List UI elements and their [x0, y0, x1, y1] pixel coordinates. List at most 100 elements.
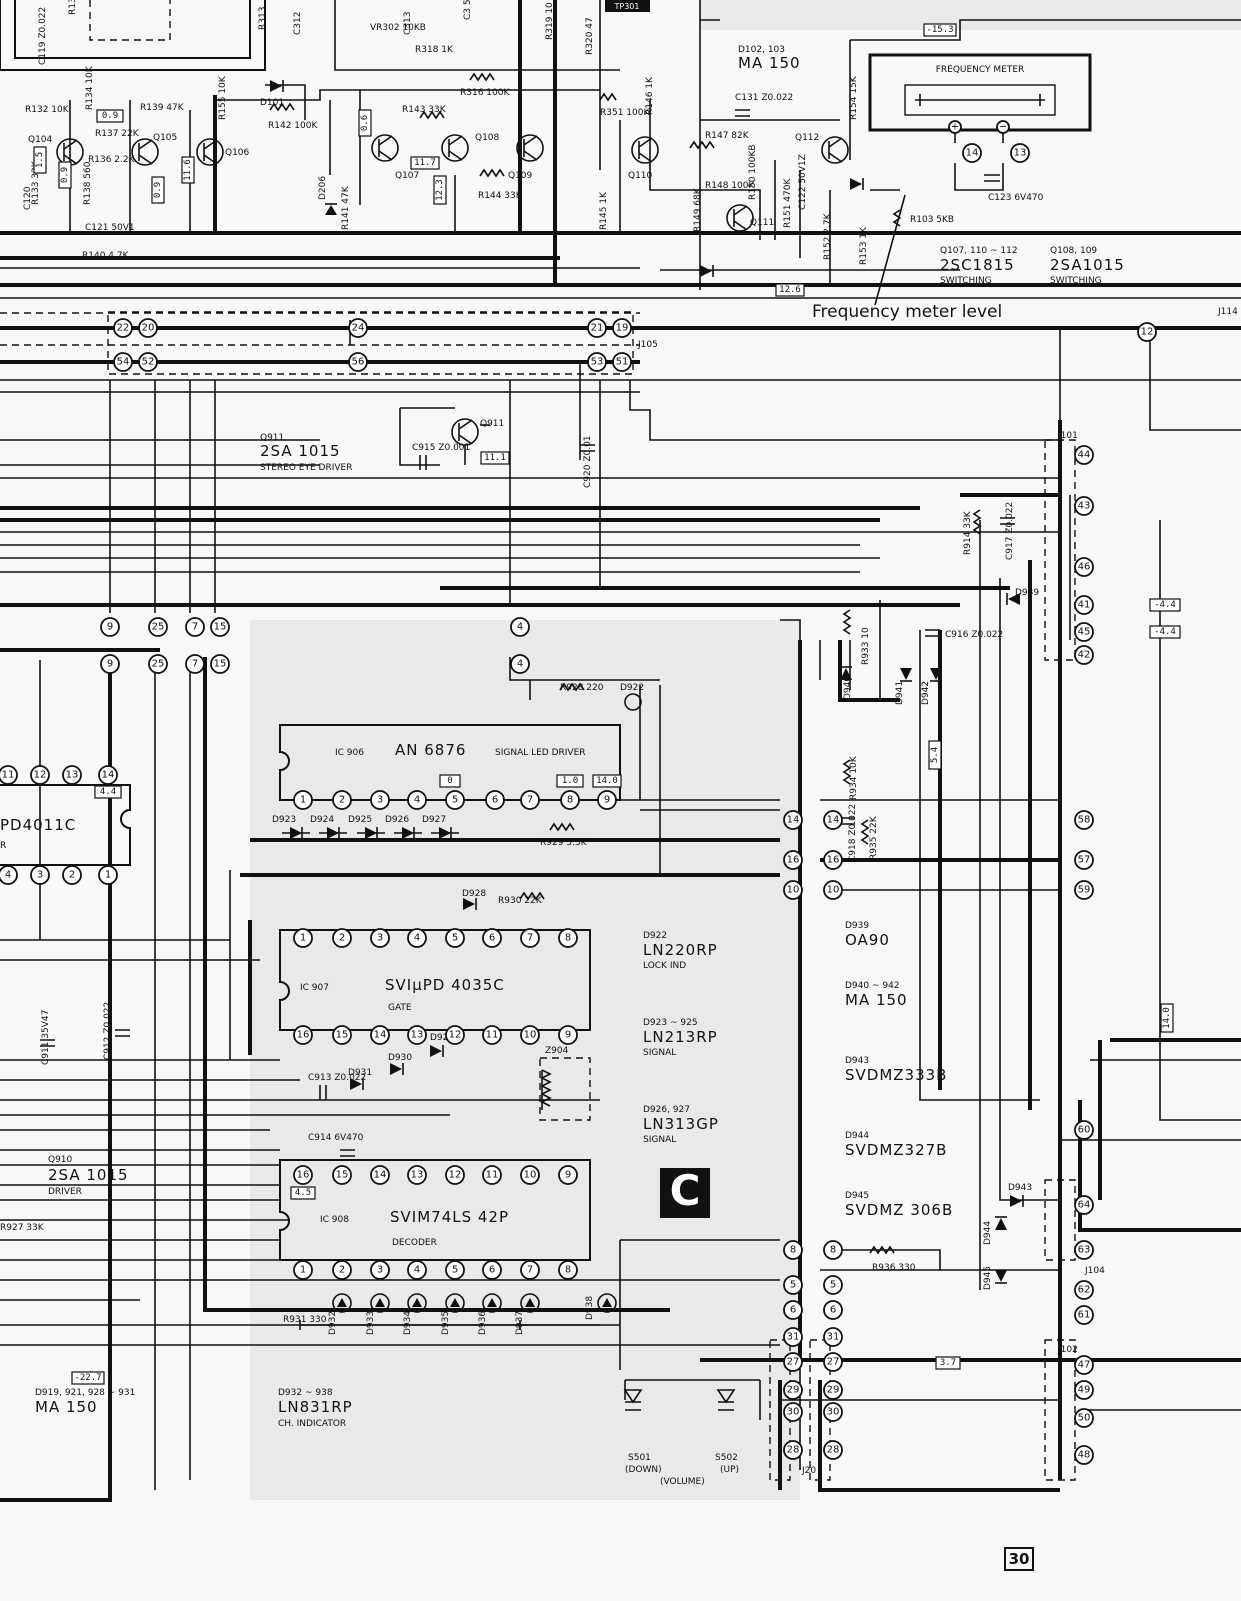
svg-text:D943: D943 [845, 1056, 869, 1066]
svg-text:8: 8 [790, 1245, 796, 1256]
ic908-part: SVIM74LS 42P [390, 1208, 509, 1226]
svg-text:51: 51 [616, 357, 629, 368]
ic908-pin-bot-1: 1 [293, 1260, 313, 1280]
svg-text:4: 4 [5, 870, 11, 881]
svg-text:R927 33K: R927 33K [0, 1223, 45, 1233]
svg-text:R154 15K: R154 15K [849, 75, 859, 120]
j101-pin-42: 42 [1074, 645, 1094, 665]
svg-text:47: 47 [1078, 1360, 1091, 1371]
svg-text:R316 100K: R316 100K [460, 88, 510, 98]
svg-text:1.0: 1.0 [562, 776, 578, 786]
page-number-box [1004, 1547, 1034, 1571]
ic908-pin-top-15: 15 [332, 1165, 352, 1185]
svg-text:D945: D945 [983, 1266, 993, 1290]
ic907-pin-top-4: 4 [407, 928, 427, 948]
svg-text:7: 7 [527, 933, 533, 944]
svg-text:C313: C313 [403, 12, 413, 35]
svg-text:J20: J20 [801, 1466, 816, 1476]
j20-pin-a-8: 8 [783, 1240, 803, 1260]
ic907-func: GATE [388, 1003, 412, 1013]
svg-text:R142 100K: R142 100K [268, 121, 318, 131]
meter-area-shading [700, 0, 1241, 30]
svg-text:6: 6 [492, 795, 498, 806]
ic-left-func: R [0, 841, 6, 851]
ic907-pin-bot-11: 11 [482, 1025, 502, 1045]
svg-text:9: 9 [565, 1030, 571, 1041]
svg-text:1: 1 [300, 795, 306, 806]
ic906-pin-6: 6 [485, 790, 505, 810]
j20-pin-a-28: 28 [783, 1440, 803, 1460]
svg-text:STEREO EYE DRIVER: STEREO EYE DRIVER [260, 463, 352, 473]
ic906-pin-5: 5 [445, 790, 465, 810]
tp-label-bg [605, 0, 650, 12]
svg-text:D939: D939 [845, 921, 869, 931]
svg-text:(UP): (UP) [720, 1465, 739, 1475]
svg-text:D945: D945 [845, 1191, 869, 1201]
svg-text:R143 33K: R143 33K [402, 105, 447, 115]
j20-pin-a-31: 31 [783, 1327, 803, 1347]
svg-text:SVDMZ327B: SVDMZ327B [845, 1141, 947, 1159]
svg-text:44: 44 [1078, 450, 1091, 461]
svg-text:SIGNAL: SIGNAL [643, 1135, 676, 1145]
ic907-pin-bot-16: 16 [293, 1025, 313, 1045]
component-labels: R132 10K R133 33K R134 10K R135 R136 2.2… [0, 0, 1044, 1487]
svg-text:8: 8 [830, 1245, 836, 1256]
ic908-pin-top-13: 13 [407, 1165, 427, 1185]
j102-pin-48: 48 [1074, 1445, 1094, 1465]
svg-text:4: 4 [517, 659, 523, 670]
svg-text:R931 330: R931 330 [283, 1315, 327, 1325]
svg-text:D939: D939 [1015, 588, 1039, 598]
svg-text:14: 14 [827, 815, 840, 826]
ic906-pin-9: 9 [597, 790, 617, 810]
ic-left-part: PD4011C [0, 816, 76, 834]
ic908-pin-bot-5: 5 [445, 1260, 465, 1280]
ic907-pin-top-1: 1 [293, 928, 313, 948]
ic908-func: DECODER [392, 1238, 437, 1248]
svg-text:R146 1K: R146 1K [645, 76, 655, 115]
ic907-pin-bot-15: 15 [332, 1025, 352, 1045]
svg-text:14.0: 14.0 [1162, 1007, 1172, 1029]
led-row-ic906 [282, 827, 459, 839]
svg-text:R132 10K: R132 10K [25, 105, 70, 115]
svg-text:SIGNAL: SIGNAL [643, 1048, 676, 1058]
svg-text:Q105: Q105 [153, 133, 177, 143]
svg-text:6: 6 [830, 1305, 836, 1316]
svg-text:4: 4 [414, 933, 420, 944]
svg-text:J105: J105 [637, 340, 658, 350]
frequency-meter-title: FREQUENCY METER [936, 65, 1025, 75]
node-row-a-9: 9 [100, 617, 120, 637]
svg-text:15: 15 [336, 1170, 349, 1181]
node-row-a-7: 7 [185, 617, 205, 637]
svg-text:57: 57 [1078, 855, 1091, 866]
svg-text:LN220RP: LN220RP [643, 941, 718, 959]
svg-text:12: 12 [449, 1170, 462, 1181]
j20-pin-b-30: 30 [823, 1402, 843, 1422]
svg-text:SWITCHING: SWITCHING [1050, 276, 1102, 286]
svg-text:7: 7 [192, 659, 198, 670]
section-marker-bg [660, 1168, 710, 1218]
icl-pin-bot-3: 3 [30, 865, 50, 885]
svg-text:5.4: 5.4 [930, 747, 940, 763]
svg-text:12: 12 [449, 1030, 462, 1041]
j20-pin-a-30: 30 [783, 1402, 803, 1422]
svg-text:Q112: Q112 [795, 133, 819, 143]
svg-text:0.9: 0.9 [153, 182, 163, 198]
ic908-pin-top-12: 12 [445, 1165, 465, 1185]
svg-text:0.9: 0.9 [102, 111, 118, 121]
svg-text:15: 15 [214, 622, 227, 633]
svg-text:Q108, 109: Q108, 109 [1050, 246, 1097, 256]
svg-text:28: 28 [787, 1445, 800, 1456]
svg-text:16: 16 [297, 1030, 310, 1041]
svg-text:C312: C312 [293, 12, 303, 35]
svg-text:−: − [999, 122, 1007, 133]
svg-text:LOCK IND: LOCK IND [643, 961, 686, 971]
svg-text:10: 10 [524, 1030, 537, 1041]
svg-text:R155 10K: R155 10K [218, 75, 228, 120]
svg-text:D940 ~ 942: D940 ~ 942 [845, 981, 900, 991]
svg-text:D941: D941 [895, 681, 905, 705]
svg-text:59: 59 [1078, 885, 1091, 896]
svg-text:D923 ~ 925: D923 ~ 925 [643, 1018, 698, 1028]
ic908-pin-top-9: 9 [558, 1165, 578, 1185]
svg-text:D922: D922 [620, 683, 644, 693]
svg-text:28: 28 [827, 1445, 840, 1456]
